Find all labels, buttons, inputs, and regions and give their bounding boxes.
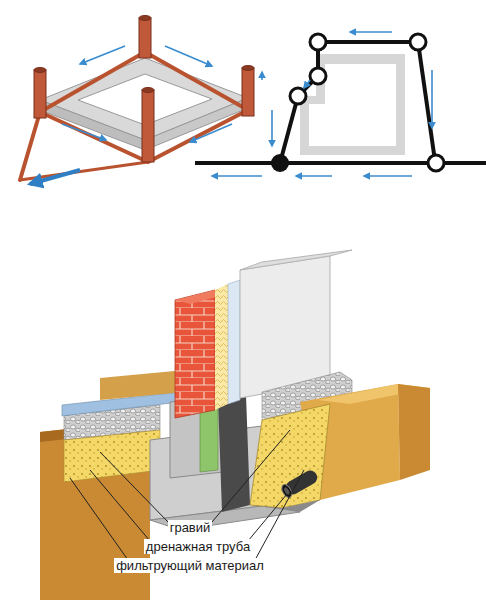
part-label: гравий	[168, 520, 213, 535]
part-label: дренажная труба	[144, 539, 252, 554]
plan-view	[195, 32, 486, 176]
iso-sketch	[20, 16, 262, 185]
foundation-cutaway	[40, 250, 430, 600]
part-label: фильтрующий материал	[114, 558, 266, 573]
